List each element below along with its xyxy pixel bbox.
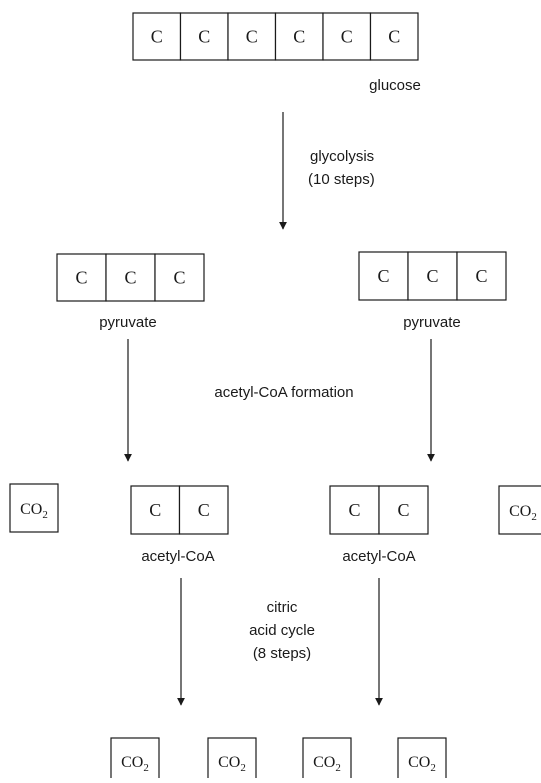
carbon-atom: C <box>173 268 185 288</box>
carbon-cell <box>154 253 205 302</box>
glucose-label: glucose <box>369 77 421 94</box>
carbon-atom: C <box>475 266 487 286</box>
carbon-atom: C <box>377 266 389 286</box>
co2-box-right: CO2 <box>498 485 541 535</box>
svg-text:CO2: CO2 <box>509 503 537 523</box>
acetyl-coa-label-right: acetyl-CoA <box>342 548 415 565</box>
carbon-atom: C <box>426 266 438 286</box>
carbon-atom: C <box>293 27 305 47</box>
svg-text:CO2: CO2 <box>20 501 48 521</box>
citric-acid-cycle-line3: (8 steps) <box>253 645 311 662</box>
pyruvate-label-right: pyruvate <box>403 314 461 331</box>
carbon-atom: C <box>198 27 210 47</box>
carbon-cell <box>179 12 229 61</box>
acetyl-coa-label-left: acetyl-CoA <box>141 548 214 565</box>
carbon-atom: C <box>397 500 409 520</box>
co2-box-bottom-4: CO2 <box>397 737 447 783</box>
citric-acid-cycle-line1: citric <box>267 599 298 616</box>
citric-acid-cycle-line2: acid cycle <box>249 622 315 639</box>
carbon-atom: C <box>124 268 136 288</box>
carbon-atom: C <box>149 500 161 520</box>
carbon-cell <box>132 12 182 61</box>
carbon-atom: C <box>341 27 353 47</box>
svg-text:CO2: CO2 <box>408 754 436 774</box>
carbon-atom: C <box>388 27 400 47</box>
carbon-cell <box>456 251 507 301</box>
acetyl-coa-formation-label: acetyl-CoA formation <box>214 384 353 401</box>
glycolysis-step-count: (10 steps) <box>308 171 375 188</box>
co2-box-bottom-2: CO2 <box>207 737 257 783</box>
carbon-cell <box>130 485 181 535</box>
carbon-atom: C <box>246 27 258 47</box>
svg-text:CO2: CO2 <box>218 754 246 774</box>
carbon-atom: C <box>151 27 163 47</box>
carbon-cell <box>378 485 429 535</box>
carbon-atom: C <box>198 500 210 520</box>
svg-text:CO2: CO2 <box>313 754 341 774</box>
svg-text:CO2: CO2 <box>121 754 149 774</box>
carbon-atom: C <box>75 268 87 288</box>
carbon-atom: C <box>348 500 360 520</box>
carbon-cell <box>329 485 380 535</box>
carbon-cell <box>407 251 458 301</box>
pyruvate-label-left: pyruvate <box>99 314 157 331</box>
co2-box-bottom-1: CO2 <box>110 737 160 783</box>
glycolysis-step-name: glycolysis <box>310 148 374 165</box>
carbon-cell <box>322 12 372 61</box>
carbon-cell <box>369 12 419 61</box>
carbon-cell <box>227 12 277 61</box>
carbon-cell <box>178 485 229 535</box>
carbon-cell <box>358 251 409 301</box>
co2-box-left: CO2 <box>9 483 59 533</box>
co2-box-bottom-3: CO2 <box>302 737 352 783</box>
